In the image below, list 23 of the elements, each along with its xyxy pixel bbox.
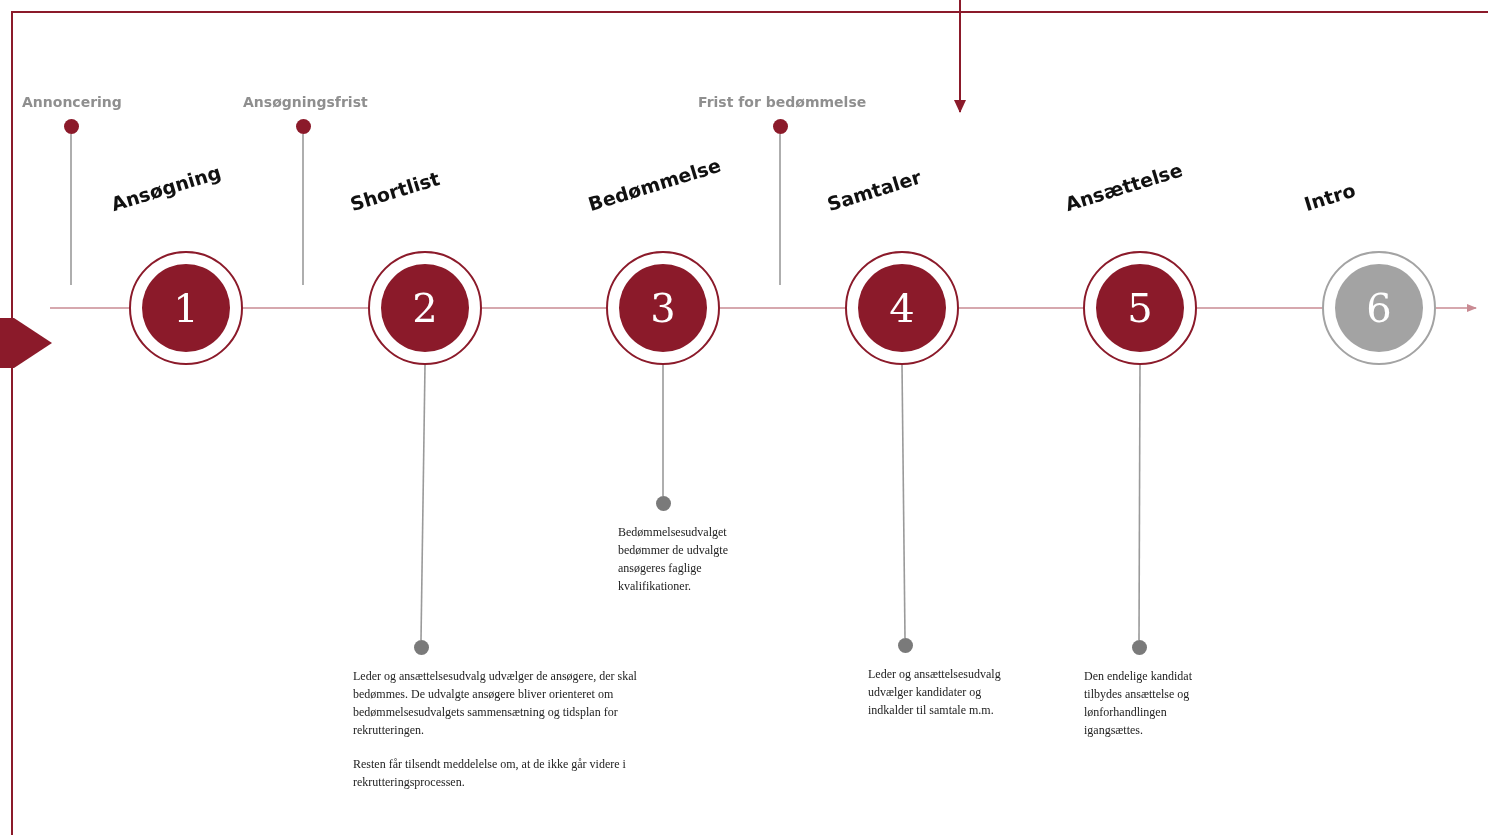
arrow (1435, 304, 1477, 312)
description-text: Leder og ansættelsesudvalg udvælger de ansøgere, der skal bedømmes. De udvalgte ansøgere bliver orienteret om bedømmelsesudvalgets sammensætning og tidsplan for rekrutteringen. (353, 668, 638, 739)
description-text: Leder og ansættelsesudvalg udvælger kandidater og indkalder til samtale m.m. (868, 666, 1002, 719)
connector-line (1196, 307, 1323, 309)
connector-line (70, 133, 72, 286)
connector-line (1138, 364, 1141, 641)
connector-line (481, 307, 607, 309)
connector-line (901, 364, 906, 639)
connector-line (420, 364, 426, 641)
connector-line (958, 307, 1084, 309)
connector-line (302, 133, 304, 286)
step-title: Intro (1301, 178, 1358, 215)
description-text: Bedømmelsesudvalget bedømmer de udvalgte ansøgeres faglige kvalifikationer. (618, 524, 729, 595)
milestone-label: Ansøgningsfrist (243, 94, 368, 110)
connector-line (719, 307, 846, 309)
milestone-label: Annoncering (22, 94, 122, 110)
connector-line (242, 307, 369, 309)
description-text: Den endelige kandidat tilbydes ansættelse og lønforhandlingen igangsættes. (1084, 668, 1193, 739)
connector-line (49, 307, 130, 309)
milestone-label: Frist for bedømmelse (698, 94, 867, 110)
connector-line (662, 364, 664, 497)
connector-line (779, 133, 781, 286)
description-text: Resten får tilsendt meddelelse om, at de ikke går videre i rekrutteringsprocessen. (353, 756, 627, 791)
